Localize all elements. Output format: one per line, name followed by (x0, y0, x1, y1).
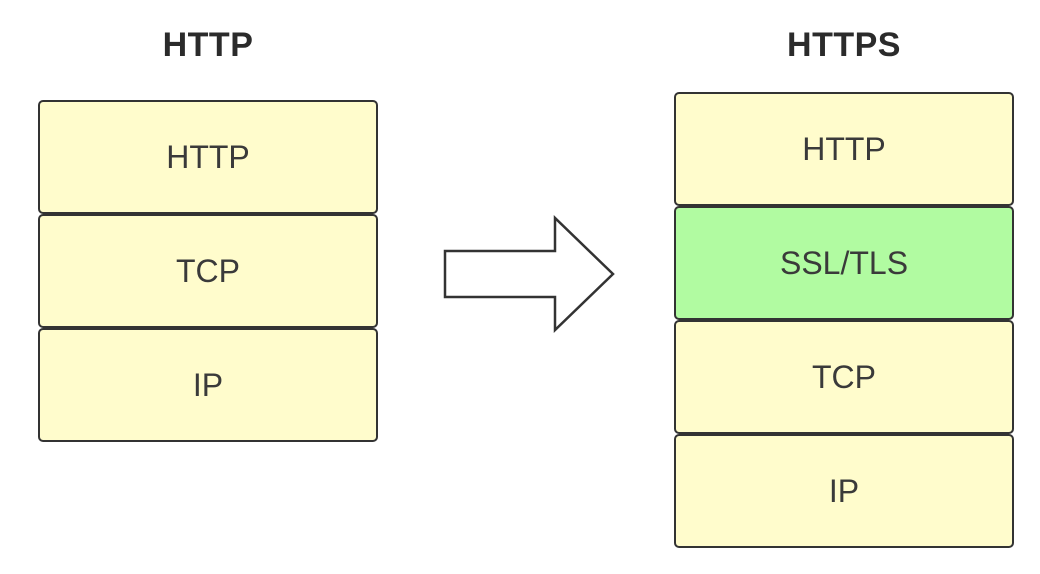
https-stack-layer-http: HTTP (674, 92, 1014, 206)
right-arrow-icon (443, 215, 615, 333)
http-stack-layer-ip: IP (38, 328, 378, 442)
http-stack-title: HTTP (162, 26, 254, 64)
http-stack-layer-tcp: TCP (38, 214, 378, 328)
http-stack-layer-http: HTTP (38, 100, 378, 214)
https-stack-layer-ssl-tls: SSL/TLS (674, 206, 1014, 320)
https-stack-layer-tcp: TCP (674, 320, 1014, 434)
http-protocol-stack: HTTP TCP IP (38, 100, 378, 442)
https-stack-layer-ip: IP (674, 434, 1014, 548)
https-protocol-stack: HTTP SSL/TLS TCP IP (674, 92, 1014, 548)
https-stack-title: HTTPS (787, 26, 901, 64)
